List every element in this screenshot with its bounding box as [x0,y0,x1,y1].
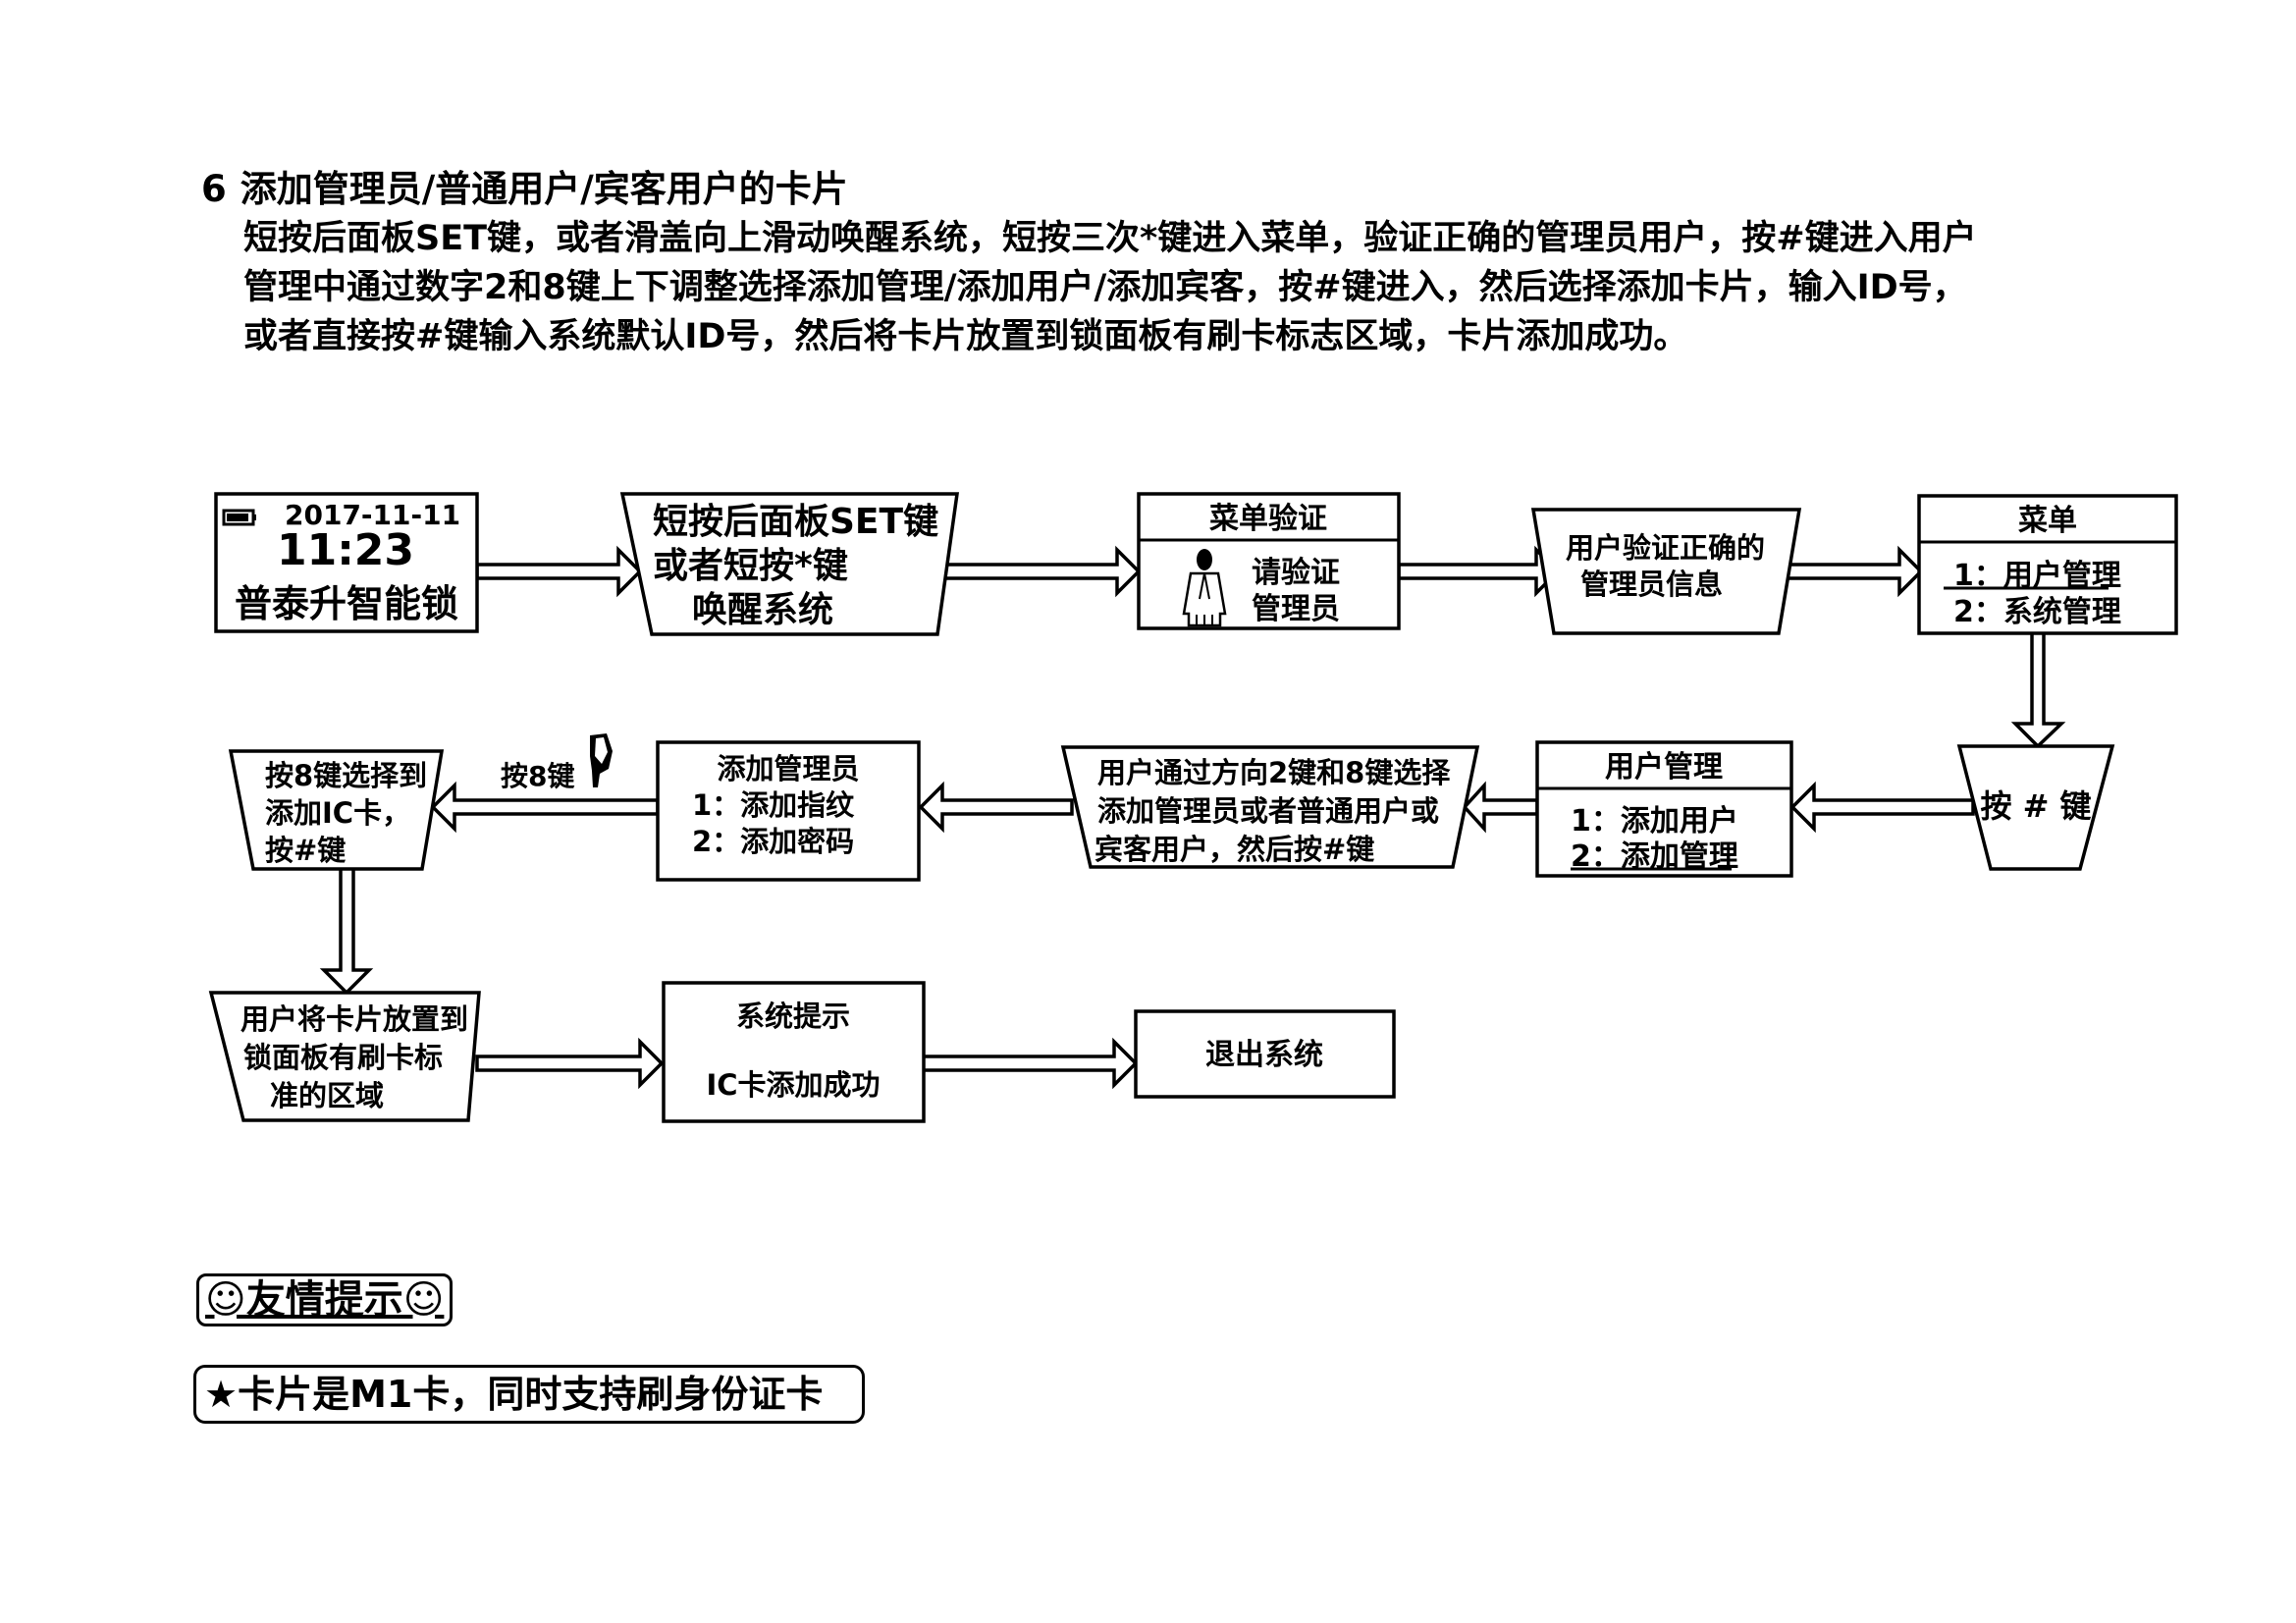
add-admin-item-fingerprint[interactable]: 1：添加指纹 [692,788,855,822]
press-8-label: 按8键 [501,760,574,792]
paragraph-line-2: 管理中通过数字2和8键上下调整选择添加管理/添加用户/添加宾客，按#键进入，然后… [243,268,1967,307]
choose-ic-line-3: 按#键 [265,834,346,867]
menu-verify-title: 菜单验证 [1209,502,1327,536]
paragraph-line-3: 或者直接按#键输入系统默认ID号，然后将卡片放置到锁面板有刷卡标志区域，卡片添加… [243,317,1688,356]
friendly-tip-badge: ☺友情提示☺ [196,1273,454,1326]
person-icon [1182,549,1227,627]
section-title: 添加管理员/普通用户/宾客用户的卡片 [240,168,848,210]
arrow-select-to-add-admin [918,781,1074,834]
user-mgmt-item-add-user[interactable]: 1：添加用户 [1571,804,1738,839]
paragraph-line-1: 短按后面板SET键，或者滑盖向上滑动唤醒系统，短按三次*键进入菜单，验证正确的管… [243,219,1977,258]
menu-title: 菜单 [2018,504,2077,538]
menu-verify-line-2: 管理员 [1252,592,1340,626]
arrow-choose-ic-to-place-card [319,866,374,996]
lock-brand: 普泰升智能锁 [235,582,458,625]
add-admin-item-password[interactable]: 2：添加密码 [692,825,854,858]
menu-item-system-mgmt[interactable]: 2：系统管理 [1953,595,2121,629]
wake-step-line-2: 或者短按*键 [653,546,848,586]
press-hash-step: 按 # 键 [1956,744,2115,871]
choose-ic-step: 按8键选择到 添加IC卡， 按#键 [228,749,445,871]
menu-box: 菜单 1：用户管理 2：系统管理 [1917,494,2178,635]
place-card-step: 用户将卡片放置到 锁面板有刷卡标 准的区域 [208,991,481,1122]
lock-date: 2017-11-11 [285,499,460,531]
system-prompt-box: 系统提示 IC卡添加成功 [662,981,926,1123]
user-mgmt-box: 用户管理 1：添加用户 2：添加管理 [1535,740,1793,878]
lock-time: 11:23 [277,525,414,575]
choose-ic-line-1: 按8键选择到 [265,759,427,792]
battery-icon [222,509,256,526]
arrow-verify-to-ok [1397,545,1561,598]
add-admin-box: 添加管理员 1：添加指纹 2：添加密码 [656,740,921,882]
arrow-lockscreen-to-wake [475,545,643,598]
arrow-wake-to-verify [935,545,1142,598]
choose-ic-line-2: 添加IC卡， [265,796,410,830]
select-step: 用户通过方向2键和8键选择 添加管理员或者普通用户或 宾客用户，然后按#键 [1060,745,1480,869]
select-step-line-2: 添加管理员或者普通用户或 [1097,794,1439,828]
system-prompt-message: IC卡添加成功 [706,1068,880,1102]
exit-label: 退出系统 [1205,1038,1323,1072]
lock-screen-box: 2017-11-11 11:23 普泰升智能锁 [214,492,479,633]
menu-verify-box: 菜单验证 请验证 管理员 [1137,492,1401,630]
arrow-menu-to-press-hash [2010,629,2066,749]
verify-ok-line-1: 用户验证正确的 [1566,531,1765,565]
select-step-line-1: 用户通过方向2键和8键选择 [1097,756,1451,789]
select-step-line-3: 宾客用户，然后按#键 [1095,833,1374,866]
card-note-box: ★卡片是M1卡，同时支持刷身份证卡 [193,1365,865,1424]
wake-step-line-1: 短按后面板SET键 [653,502,938,542]
arrow-prompt-to-exit [921,1037,1139,1090]
add-admin-title: 添加管理员 [717,752,859,785]
place-card-line-2: 锁面板有刷卡标 [243,1041,443,1074]
press-hash-label: 按 # 键 [1980,787,2091,825]
wake-step-line-3: 唤醒系统 [692,590,833,630]
section-heading: 6 添加管理员/普通用户/宾客用户的卡片 [201,159,848,212]
user-mgmt-title: 用户管理 [1605,750,1723,784]
arrow-place-card-to-prompt [475,1037,665,1090]
wake-step: 短按后面板SET键 或者短按*键 唤醒系统 [619,492,960,636]
arrow-add-admin-to-choose-ic [430,781,660,834]
section-number: 6 [201,168,227,210]
pointing-finger-icon [590,733,613,787]
arrow-user-mgmt-to-select [1462,781,1539,834]
arrow-ok-to-menu [1780,545,1924,598]
verify-ok-step: 用户验证正确的 管理员信息 [1530,508,1802,635]
exit-box: 退出系统 [1134,1009,1396,1099]
arrow-press-hash-to-user-mgmt [1789,781,1975,834]
menu-verify-line-1: 请验证 [1252,556,1340,590]
verify-ok-line-2: 管理员信息 [1580,568,1723,601]
system-prompt-title: 系统提示 [736,1000,850,1033]
place-card-line-3: 准的区域 [270,1079,384,1112]
place-card-line-1: 用户将卡片放置到 [240,1002,468,1036]
